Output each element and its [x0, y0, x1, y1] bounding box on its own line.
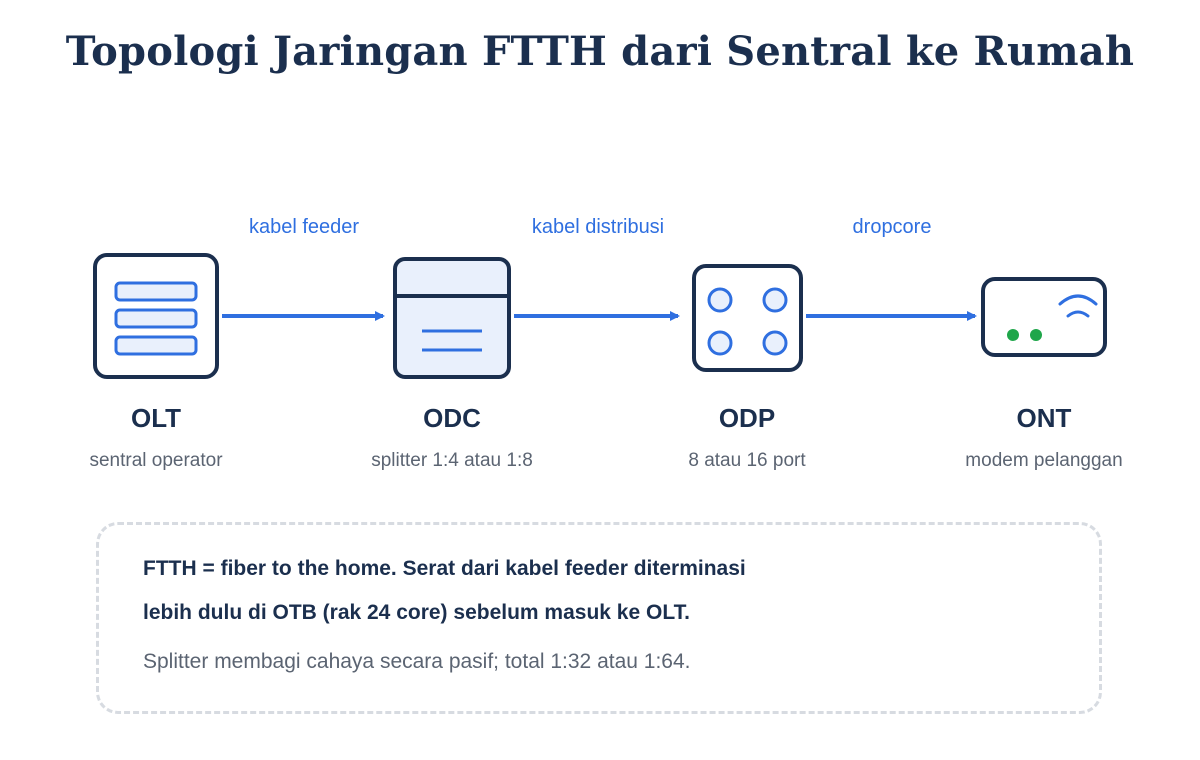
edge-label-distribusi: kabel distribusi: [531, 216, 665, 238]
note-line-2: lebih dulu di OTB (rak 24 core) sebelum …: [143, 601, 690, 624]
cabinet-icon: [393, 257, 511, 379]
edge-label-dropcore: dropcore: [852, 216, 932, 238]
server-rack-icon: [93, 253, 219, 379]
edge-label-feeder: kabel feeder: [248, 216, 360, 238]
note-line-1: FTTH = fiber to the home. Serat dari kab…: [143, 557, 746, 580]
topology-diagram: [93, 253, 1107, 379]
diagram-title: Topologi Jaringan FTTH dari Sentral ke R…: [65, 28, 1135, 75]
port-box-icon: [692, 264, 803, 372]
note-box: FTTH = fiber to the home. Serat dari kab…: [96, 522, 1102, 714]
node-subtitle-odc: splitter 1:4 atau 1:8: [371, 450, 533, 471]
node-name-olt: OLT: [130, 403, 182, 433]
modem-icon: [981, 277, 1107, 357]
node-subtitle-ont: modem pelanggan: [965, 450, 1123, 471]
note-line-3: Splitter membagi cahaya secara pasif; to…: [143, 650, 691, 673]
node-subtitle-olt: sentral operator: [89, 450, 223, 471]
node-name-ont: ONT: [1016, 403, 1072, 433]
node-name-odp: ODP: [718, 403, 776, 433]
node-name-odc: ODC: [423, 403, 481, 433]
node-subtitle-odp: 8 atau 16 port: [688, 450, 806, 471]
